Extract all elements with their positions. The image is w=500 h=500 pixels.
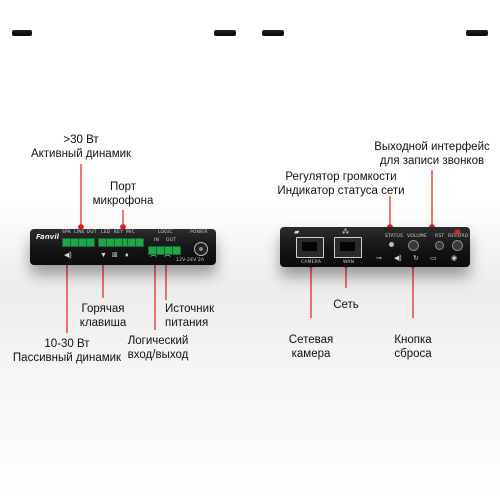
record-indicator bbox=[455, 230, 460, 235]
network-icon: ⁂ bbox=[342, 229, 349, 236]
callout-mic-port: Порт микрофона bbox=[92, 181, 154, 207]
label-in: IN bbox=[154, 238, 160, 243]
label-camera: CAMERA bbox=[301, 260, 322, 265]
callout-passive-speaker: 10-30 Вт Пассивный динамик bbox=[12, 338, 122, 364]
speaker-icon: ◀) bbox=[64, 252, 72, 259]
label-key: KEY bbox=[114, 230, 124, 235]
label-out: OUT bbox=[166, 238, 177, 243]
left-device-mount-right bbox=[214, 30, 236, 36]
record-icon: ▭ bbox=[430, 255, 437, 262]
reset-icon: ↻ bbox=[413, 255, 419, 262]
left-device-mount-left bbox=[12, 30, 32, 36]
status-led bbox=[389, 242, 394, 247]
brand-logo: Fanvil bbox=[36, 233, 60, 241]
label-wan: WAN bbox=[343, 260, 355, 265]
right-device: ▰ ⁂ CAMERA WAN STATUS VOLUME RST RECORD … bbox=[280, 227, 470, 267]
logic-out-icon: ⌒ bbox=[164, 256, 171, 263]
led-icon: ▼ bbox=[100, 252, 107, 259]
callout-volume-network: Регулятор громкости Индикатор статуса се… bbox=[277, 171, 405, 197]
wan-port[interactable] bbox=[334, 237, 362, 258]
label-led: LED bbox=[101, 230, 111, 235]
label-volume: VOLUME bbox=[407, 234, 428, 239]
label-record: RECORD bbox=[448, 234, 469, 239]
right-device-mount-right bbox=[466, 30, 488, 36]
callout-logic-io: Логический вход/выход bbox=[127, 335, 189, 361]
left-device: Fanvil SPK LINE OUT LED KEY MIC LOGIC IN… bbox=[30, 229, 216, 265]
label-status: STATUS bbox=[385, 234, 404, 239]
reset-button[interactable] bbox=[435, 241, 444, 250]
callout-network: Сеть bbox=[333, 299, 359, 311]
record-jack[interactable] bbox=[452, 240, 463, 251]
label-power: POWER bbox=[190, 230, 208, 235]
record-mic-icon: ◉ bbox=[451, 255, 458, 262]
camera-icon: ▰ bbox=[294, 229, 300, 236]
logic-in-icon: ⌒ bbox=[150, 256, 157, 263]
callout-network-camera: Сетевая камера bbox=[288, 334, 334, 360]
label-spk: SPK bbox=[62, 230, 72, 235]
volume-knob[interactable] bbox=[408, 240, 419, 251]
callout-power-source: Источник питания bbox=[165, 303, 215, 329]
label-logic: LOGIC bbox=[158, 230, 173, 235]
callout-reset-button: Кнопка сброса bbox=[394, 334, 432, 360]
callout-active-speaker: >30 Вт Активный динамик bbox=[30, 134, 132, 160]
right-device-mount-left bbox=[262, 30, 284, 36]
label-line-out: LINE OUT bbox=[74, 230, 97, 235]
label-rst: RST bbox=[435, 234, 445, 239]
callout-record-output: Выходной интерфейс для записи звонков bbox=[374, 141, 490, 167]
key-icon: ⊠ bbox=[112, 252, 118, 259]
power-jack[interactable] bbox=[194, 242, 208, 256]
label-power-spec: 12V-24V 2A bbox=[176, 258, 205, 263]
callout-hotkey: Горячая клавиша bbox=[79, 303, 127, 329]
status-icon: ⊸ bbox=[376, 255, 382, 262]
camera-port[interactable] bbox=[296, 237, 324, 258]
volume-icon: ◀) bbox=[394, 255, 402, 262]
mic-icon: ♦ bbox=[125, 252, 129, 259]
label-mic: MIC bbox=[126, 230, 135, 235]
